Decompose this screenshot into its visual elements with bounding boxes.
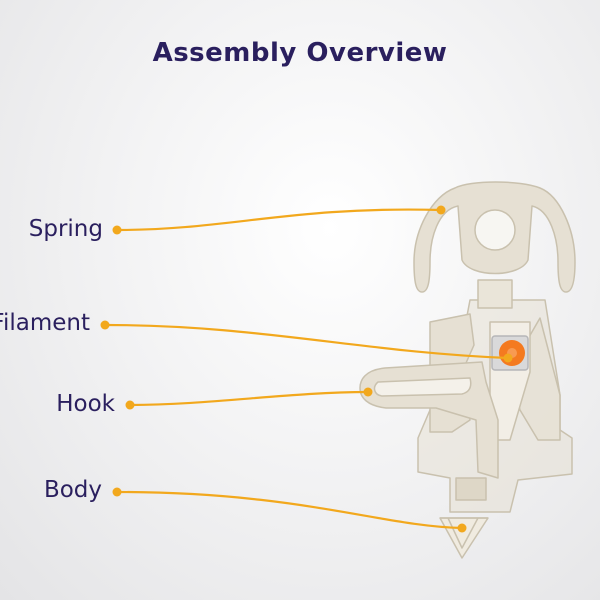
leader-dot-filament-start (100, 320, 110, 330)
leader-dot-hook-start (125, 400, 135, 410)
leader-line-filament (103, 323, 510, 360)
leader-dot-spring-end (436, 205, 446, 215)
leader-dots (100, 205, 513, 533)
leader-dot-body-end (457, 523, 467, 533)
leader-line-body (115, 490, 464, 530)
filament-part (491, 335, 529, 371)
leader-line-spring (115, 208, 443, 232)
leader-dot-hook-end (363, 387, 373, 397)
diagram-title: Assembly Overview (152, 38, 448, 68)
label-filament: Filament (0, 310, 90, 336)
leader-dot-filament-end (503, 353, 513, 363)
label-body: Body (43, 477, 102, 503)
leader-dot-body-start (112, 487, 122, 497)
hook-part (359, 361, 499, 479)
label-hook: Hook (56, 391, 115, 417)
leader-dot-spring-start (112, 225, 122, 235)
leader-line-hook (128, 390, 370, 407)
leader-lines (103, 208, 510, 530)
spring-part (413, 181, 576, 293)
label-spring: Spring (28, 216, 103, 242)
